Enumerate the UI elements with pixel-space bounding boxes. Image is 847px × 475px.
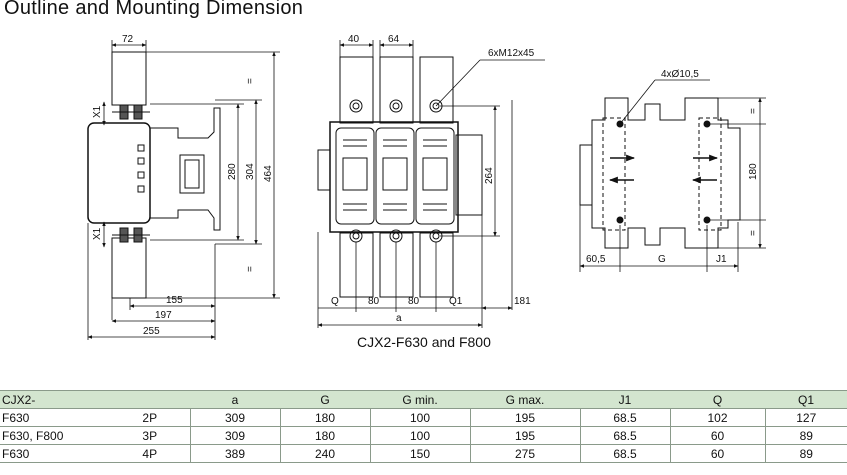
table-cell: 60: [669, 426, 765, 445]
page-title: Outline and Mounting Dimension: [4, 0, 304, 19]
table-cell: 127: [764, 408, 847, 427]
mount-eq-bottom: =: [748, 230, 759, 236]
table-header: G max.: [470, 390, 580, 409]
dim-464: 464: [263, 165, 274, 182]
dim-60-5: 60,5: [586, 254, 606, 265]
busbar-1: [339, 56, 374, 124]
front-view: [317, 40, 545, 328]
bottom-busbar: [111, 237, 147, 299]
dim-72: 72: [122, 34, 134, 45]
dim-x1-top: X1: [92, 105, 103, 118]
table-cell: 68.5: [579, 444, 670, 463]
table-cell: F630: [0, 408, 110, 427]
base-plate-outline: [591, 97, 741, 249]
dim-280: 280: [227, 163, 238, 180]
table-cell: 68.5: [579, 408, 670, 427]
busbar-5: [379, 232, 414, 298]
busbar-4: [339, 232, 374, 298]
top-busbar: [111, 51, 147, 106]
coil-housing: [87, 122, 151, 224]
table-row: F630 4P 389 240 150 275 68.5 60 89: [0, 444, 847, 463]
mounting-view: [579, 79, 766, 272]
table-cell: 180: [279, 408, 370, 427]
dim-80a: 80: [368, 296, 380, 307]
dim-80b: 80: [408, 296, 420, 307]
table-row: F630, F800 3P 309 180 100 195 68.5 60 89: [0, 426, 847, 445]
side-view: [87, 40, 280, 340]
table-cell: 60: [669, 444, 765, 463]
dim-255: 255: [143, 326, 160, 337]
dim-181: 181: [514, 296, 531, 307]
table-header: G min.: [370, 390, 470, 409]
mount-eq-top: =: [748, 108, 759, 114]
dim-q1: Q1: [449, 296, 463, 307]
table-cell: 275: [469, 444, 580, 463]
dim-40: 40: [348, 34, 360, 45]
table-cell: 89: [764, 426, 847, 445]
drawing-caption: CJX2-F630 and F800: [357, 334, 491, 350]
eq-top: =: [245, 78, 256, 84]
dimension-table: CJX2- a G G min. G max. J1 Q Q1 F630 2P …: [0, 390, 847, 463]
table-cell: 195: [469, 426, 580, 445]
bolt-note: 6xM12x45: [488, 48, 535, 59]
busbar-3: [419, 56, 454, 124]
busbar-2: [379, 56, 414, 124]
dim-a: a: [396, 313, 402, 324]
dim-155: 155: [166, 295, 183, 306]
table-header: [110, 390, 190, 409]
table-cell: F630, F800: [0, 426, 110, 445]
dim-j1: J1: [716, 254, 727, 265]
dim-180: 180: [748, 163, 759, 180]
table-cell: 100: [369, 426, 470, 445]
dim-197: 197: [155, 310, 172, 321]
eq-bottom: =: [245, 266, 256, 272]
dim-x1-bottom: X1: [92, 227, 103, 240]
contactor-body: [329, 121, 459, 233]
table-cell: 195: [469, 408, 580, 427]
holes-note: 4xØ10,5: [661, 69, 699, 80]
table-cell: 150: [369, 444, 470, 463]
table-row: F630 2P 309 180 100 195 68.5 102 127: [0, 408, 847, 427]
side-coil: [179, 154, 205, 194]
dimension-drawing: 72 X1 X1 280 304 464 = = 155 197 255: [87, 34, 766, 340]
frame-profile: [150, 107, 221, 231]
table-cell: 4P: [110, 444, 190, 463]
table-cell: 389: [189, 444, 280, 463]
dim-64: 64: [388, 34, 400, 45]
table-cell: 309: [189, 426, 280, 445]
dim-304: 304: [245, 163, 256, 180]
dim-264: 264: [484, 167, 495, 184]
table-cell: 89: [764, 444, 847, 463]
dim-g: G: [658, 254, 666, 265]
table-header: Q1: [765, 390, 847, 409]
side-aux: [455, 134, 483, 216]
table-cell: 240: [279, 444, 370, 463]
table-cell: 102: [669, 408, 765, 427]
dim-q: Q: [331, 296, 339, 307]
table-header: a: [190, 390, 280, 409]
table-header: J1: [580, 390, 670, 409]
table-cell: 68.5: [579, 426, 670, 445]
table-header: G: [280, 390, 370, 409]
busbar-6: [419, 232, 454, 298]
table-cell: 180: [279, 426, 370, 445]
table-cell: 3P: [110, 426, 190, 445]
table-header-row: CJX2- a G G min. G max. J1 Q Q1: [0, 390, 847, 409]
table-header: CJX2-: [0, 390, 110, 409]
table-header: Q: [670, 390, 765, 409]
table-cell: 100: [369, 408, 470, 427]
table-cell: 2P: [110, 408, 190, 427]
table-cell: 309: [189, 408, 280, 427]
table-cell: F630: [0, 444, 110, 463]
